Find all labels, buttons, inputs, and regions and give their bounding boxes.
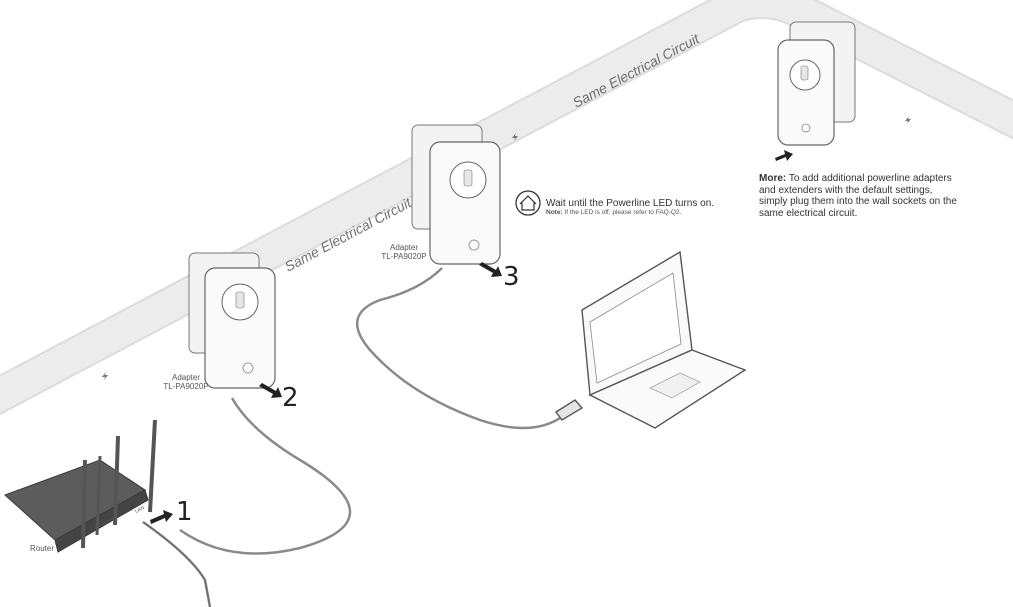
electrical-circuit-band bbox=[0, 0, 1013, 416]
powerline-led-icon bbox=[515, 190, 541, 216]
step-2: 2 bbox=[282, 383, 299, 413]
powerline-adapter-left bbox=[188, 252, 276, 389]
arrow-icon bbox=[775, 150, 793, 161]
powerline-adapter-more bbox=[777, 21, 856, 146]
lightning-icon bbox=[102, 372, 108, 380]
adapter-left-model: TL-PA9020P bbox=[163, 382, 209, 391]
laptop bbox=[554, 250, 747, 429]
powerline-adapter-mid bbox=[411, 124, 501, 265]
adapter-mid-label: Adapter TL-PA9020P bbox=[368, 243, 440, 261]
step-3: 3 bbox=[503, 262, 520, 292]
led-note-sub: Note: If the LED is off, please refer to… bbox=[546, 209, 714, 216]
lightning-icon bbox=[905, 116, 911, 124]
led-note-main: Wait until the Powerline LED turns on. bbox=[546, 198, 715, 209]
adapter-mid-model: TL-PA9020P bbox=[381, 252, 427, 261]
more-label: More: bbox=[759, 173, 787, 184]
arrow-icon bbox=[259, 383, 282, 398]
adapter-mid-title: Adapter bbox=[389, 243, 419, 252]
adapter-left-title: Adapter bbox=[171, 373, 201, 382]
lightning-icon bbox=[512, 133, 518, 141]
router-label: Router bbox=[30, 544, 55, 553]
arrow-icon bbox=[150, 510, 173, 524]
led-note-label: Note: bbox=[546, 209, 563, 216]
step-1: 1 bbox=[176, 497, 193, 527]
arrow-icon bbox=[479, 262, 502, 277]
led-note-text: If the LED is off, please refer to FAQ-Q… bbox=[564, 209, 682, 216]
more-note: More: To add additional powerline adapte… bbox=[759, 173, 959, 219]
led-note: Wait until the Powerline LED turns on. N… bbox=[546, 198, 714, 216]
router bbox=[4, 419, 157, 553]
more-text: To add additional powerline adapters and… bbox=[759, 173, 957, 219]
adapter-left-label: Adapter TL-PA9020P bbox=[150, 373, 222, 391]
